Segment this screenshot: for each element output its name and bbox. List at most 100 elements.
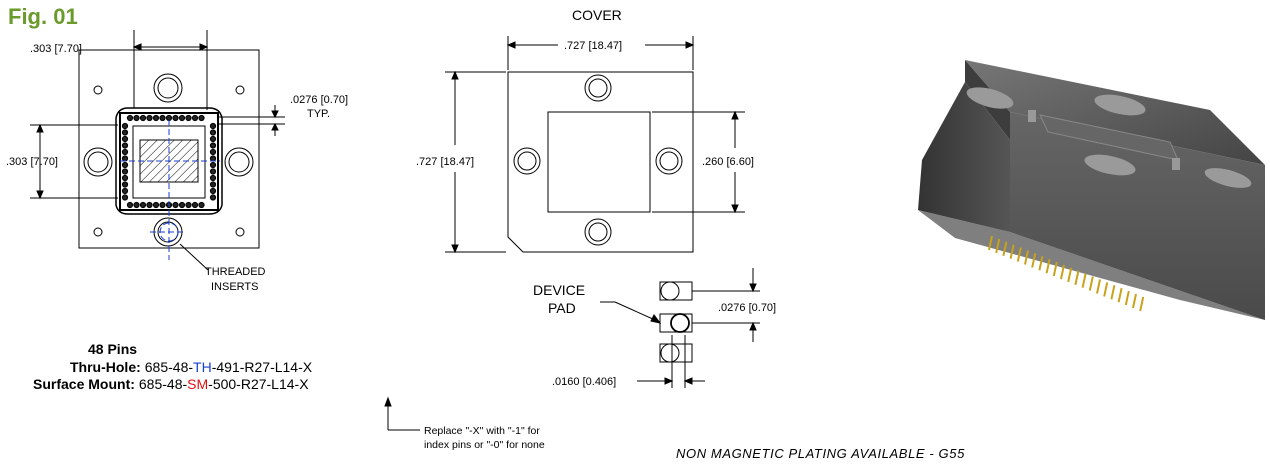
top-width-dim: .303 [7.70] [30, 43, 82, 55]
top-pitch-typ: TYP. [307, 108, 330, 120]
gold-pin [1045, 258, 1051, 274]
pad-detail [600, 268, 760, 388]
gold-pin [1016, 247, 1022, 262]
cover-window-dim: .260 [6.60] [702, 156, 754, 168]
gold-pin [995, 238, 1001, 254]
gold-pin [1139, 296, 1145, 312]
socket-pin [121, 148, 129, 156]
socket-pin [126, 114, 134, 122]
gold-pin [1067, 267, 1073, 283]
pad-width-dim: .0160 [0.406] [552, 376, 616, 388]
socket-pin [121, 161, 129, 169]
socket-pin [209, 194, 217, 201]
socket-pin [121, 181, 129, 188]
socket-pin [152, 114, 160, 122]
gold-pins [988, 235, 1145, 312]
replace-note-line-1: Replace "-X" with "-1" for [424, 425, 540, 437]
smt-suffix: -500-R27-L14-X [208, 376, 309, 392]
socket-pin [159, 201, 166, 209]
socket-pin [121, 129, 129, 136]
replace-note-line-2: index pins or "-0" for none [424, 439, 545, 451]
thru-hole-part-number: Thru-Hole:685-48-TH-491-R27-L14-X [70, 359, 313, 375]
gold-pin [1117, 287, 1123, 303]
gold-pin [1103, 282, 1109, 297]
smt-part-number: Surface Mount:685-48-SM-500-R27-L14-X [33, 376, 309, 392]
gold-pin [1060, 264, 1065, 280]
socket-pin [126, 201, 134, 209]
socket-pin [121, 194, 129, 201]
socket-pin [198, 201, 205, 209]
socket-pin [209, 155, 217, 162]
socket-pin [209, 142, 217, 149]
socket-pin [209, 174, 217, 182]
socket-pin [165, 114, 173, 122]
socket-pin [139, 201, 147, 209]
gold-pin [1002, 241, 1008, 257]
gold-pin [1096, 279, 1101, 294]
socket-top-view [30, 30, 285, 271]
cover-view [445, 36, 745, 254]
socket-pin [172, 114, 179, 122]
thru-suffix: -491-R27-L14-X [212, 359, 313, 375]
thru-prefix: 685-48- [145, 359, 194, 375]
gold-pin [1081, 273, 1087, 288]
socket-pin [146, 201, 153, 209]
socket-pin [121, 168, 129, 175]
gold-pin [1038, 256, 1044, 271]
socket-pin [209, 148, 217, 156]
cover-width-dim: .727 [18.47] [564, 40, 622, 52]
smt-code: SM [187, 376, 208, 392]
socket-pin [209, 181, 217, 188]
socket-pin [133, 114, 140, 122]
socket-pin [191, 201, 199, 209]
socket-pin [121, 135, 129, 143]
gold-pin [1088, 276, 1094, 291]
smt-label: Surface Mount: [33, 376, 135, 392]
socket-pin [178, 114, 186, 122]
pad-label-2: PAD [548, 300, 576, 316]
socket-pin [133, 201, 140, 209]
socket-pin [146, 114, 153, 122]
gold-pin [1132, 293, 1137, 309]
socket-pin [209, 187, 217, 195]
socket-pin [159, 114, 166, 122]
replace-note-leader [384, 396, 420, 431]
pad-label-1: DEVICE [533, 282, 585, 298]
socket-3d-render [918, 60, 1265, 320]
socket-pin [121, 174, 129, 182]
gold-pin [1024, 250, 1029, 265]
gold-pin [1124, 290, 1130, 306]
inserts-label-2: INSERTS [211, 281, 258, 293]
top-pitch-dim: .0276 [0.70] [290, 94, 348, 106]
socket-pin [209, 122, 217, 130]
pad-pitch-dim: .0276 [0.70] [718, 302, 776, 314]
socket-pin [152, 201, 160, 209]
gold-pin [1110, 285, 1116, 300]
socket-pin [139, 114, 147, 122]
gold-pin [1074, 270, 1080, 286]
cover-title: COVER [572, 7, 622, 23]
gold-pin [988, 235, 993, 251]
center-lines [120, 120, 220, 260]
gold-pin [1052, 261, 1058, 277]
socket-pin [178, 201, 186, 209]
thru-code: TH [193, 359, 212, 375]
socket-pin [172, 201, 179, 209]
socket-pin [121, 142, 129, 149]
replace-note: Replace "-X" with "-1" for index pins or… [424, 424, 545, 452]
socket-pin [209, 135, 217, 143]
inserts-label-1: THREADED [205, 266, 266, 278]
top-height-dim: .303 [7.70] [6, 156, 58, 168]
thru-hole-label: Thru-Hole: [70, 359, 141, 375]
socket-pin [209, 168, 217, 175]
socket-pins [121, 114, 217, 209]
socket-pin [121, 155, 129, 162]
cover-height-dim: .727 [18.47] [416, 156, 474, 168]
socket-pin [209, 129, 217, 136]
socket-pin [209, 161, 217, 169]
gold-pin [1009, 244, 1015, 259]
socket-pin [185, 114, 192, 122]
smt-prefix: 685-48- [139, 376, 188, 392]
figure-title: Fig. 01 [8, 4, 78, 29]
